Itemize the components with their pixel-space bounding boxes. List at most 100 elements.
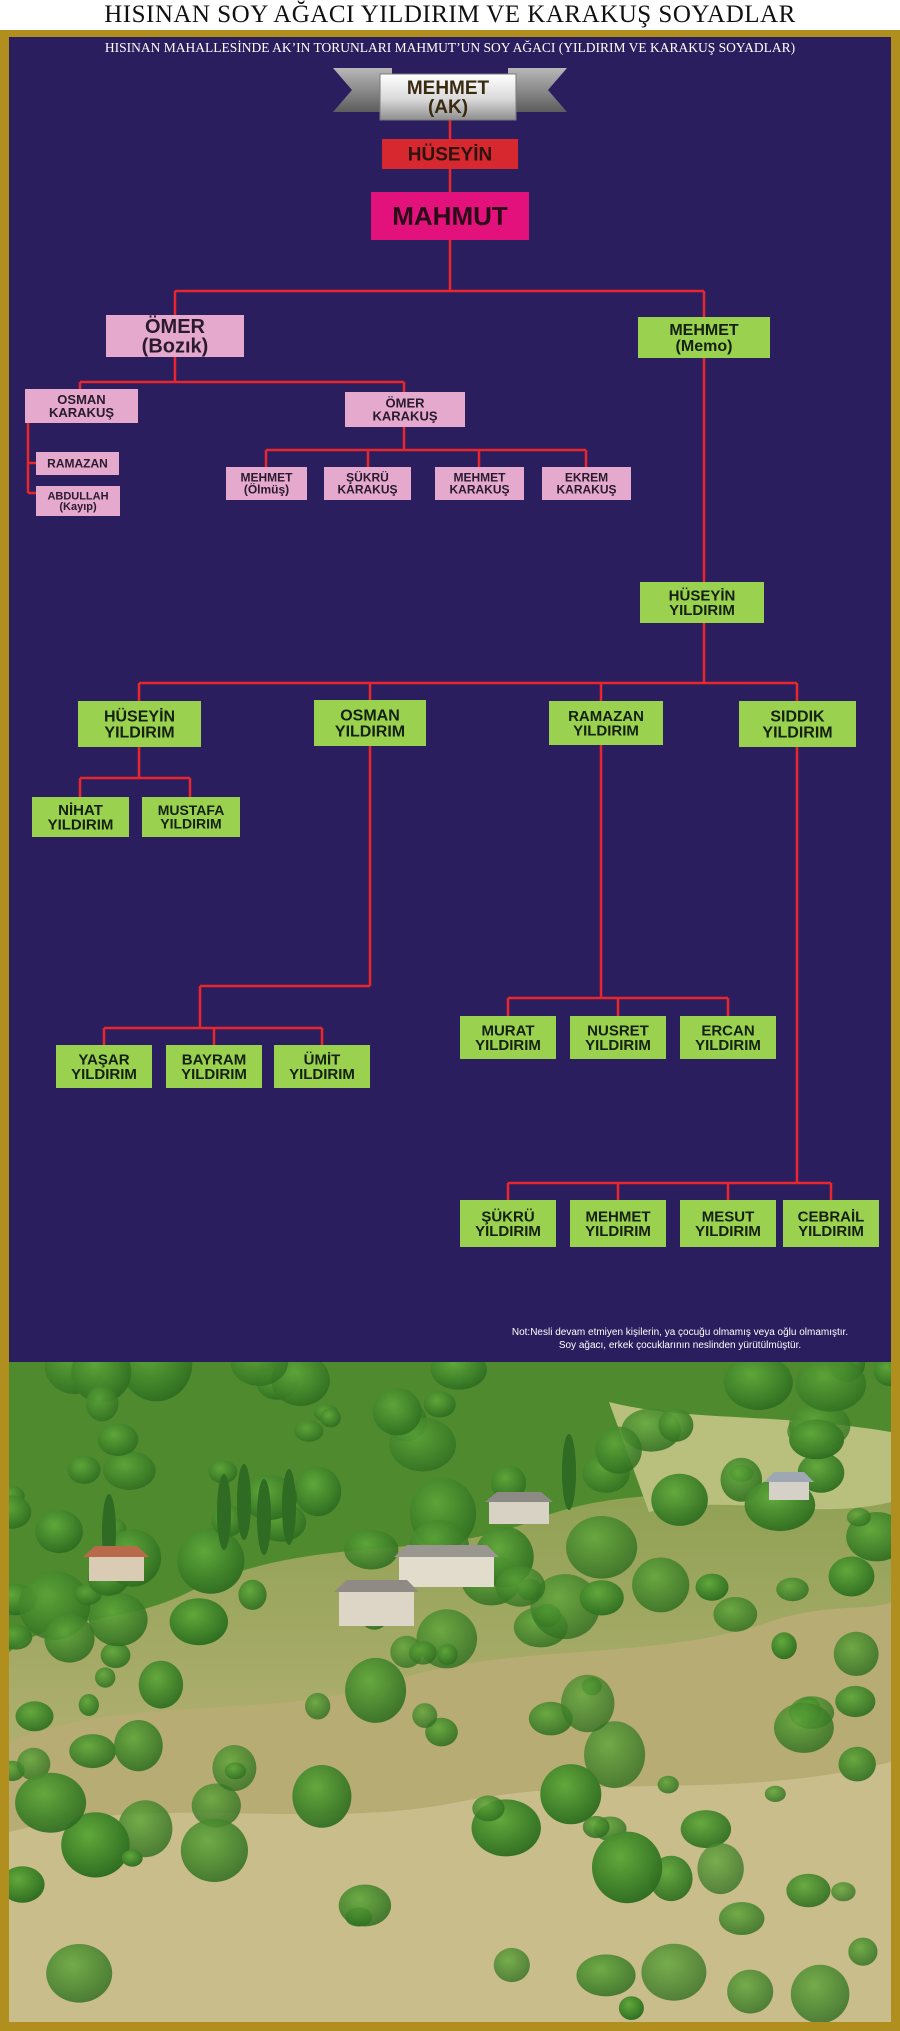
bush <box>44 1614 95 1663</box>
node-label: ŞÜKRÜ <box>481 1208 534 1225</box>
node-label: RAMAZAN <box>47 457 108 471</box>
node-label: NİHAT <box>58 802 103 819</box>
node-box <box>274 1045 370 1088</box>
node-label: YILDIRIM <box>104 724 174 741</box>
node-label: YILDIRIM <box>798 1223 864 1240</box>
node-label: (Ölmüş) <box>244 481 289 496</box>
bush <box>15 1772 87 1833</box>
bush <box>114 1720 163 1772</box>
node-label: YILDIRIM <box>585 1223 651 1240</box>
bush <box>271 1362 330 1406</box>
bush <box>344 1529 399 1570</box>
bush <box>69 1734 116 1769</box>
node-label: KARAKUŞ <box>338 482 398 496</box>
bush <box>566 1516 638 1579</box>
bush <box>641 1943 707 2001</box>
node-box <box>379 73 517 121</box>
bush <box>9 1495 32 1529</box>
node-ramazan-1: RAMAZAN <box>36 452 119 475</box>
node-label: MEHMET <box>669 322 739 339</box>
bush <box>576 1954 636 1997</box>
bush <box>697 1843 744 1895</box>
village-houses <box>83 1472 814 1626</box>
poplar-tree <box>237 1464 251 1540</box>
node-label: YILDIRIM <box>181 1066 247 1083</box>
bush <box>789 1419 845 1460</box>
banner-right-wing <box>508 68 567 112</box>
bush <box>873 1362 891 1387</box>
node-mehmet-ak: MEHMET(AK) <box>379 73 517 121</box>
node-label: MESUT <box>702 1208 755 1225</box>
node-box <box>680 1016 776 1059</box>
page-title: HISINAN SOY AĞACI YILDIRIM VE KARAKUŞ SO… <box>104 1 796 28</box>
node-huseyin-1: HÜSEYİN <box>382 139 518 169</box>
bush <box>833 1631 879 1676</box>
bush <box>774 1702 834 1753</box>
node-label: ÜMİT <box>304 1051 341 1068</box>
bush <box>579 1580 624 1616</box>
bush <box>238 1579 267 1610</box>
node-box <box>638 317 770 358</box>
bush <box>103 1451 156 1490</box>
node-box <box>32 797 129 837</box>
bush <box>345 1657 407 1723</box>
bush <box>294 1420 324 1442</box>
bush <box>9 1624 33 1650</box>
bush <box>491 1465 527 1501</box>
node-box <box>435 467 524 500</box>
node-box <box>36 486 120 516</box>
node-label: (AK) <box>428 97 468 118</box>
bush <box>180 1818 248 1882</box>
node-mahmut: MAHMUT <box>371 192 529 240</box>
node-label: YILDIRIM <box>48 816 114 833</box>
node-box <box>783 1200 879 1247</box>
poplar-tree <box>217 1474 231 1550</box>
node-box <box>680 1200 776 1247</box>
node-label: OSMAN <box>57 392 105 407</box>
bush <box>718 1902 765 1935</box>
node-label: NUSRET <box>587 1022 649 1039</box>
bush <box>835 1685 876 1718</box>
node-label: KARAKUŞ <box>450 482 510 496</box>
node-label: MUSTAFA <box>158 802 225 818</box>
node-box <box>36 452 119 475</box>
bush <box>71 1362 132 1403</box>
bush <box>561 1674 615 1733</box>
bush <box>78 1694 99 1716</box>
node-label: YILDIRIM <box>289 1066 355 1083</box>
node-label: KARAKUŞ <box>49 405 114 420</box>
connector-lines <box>26 120 833 1200</box>
node-box <box>345 392 465 427</box>
poplar-tree <box>257 1479 271 1555</box>
node-mehmet-olmus: MEHMET(Ölmüş) <box>226 467 307 500</box>
node-label: (Bozık) <box>142 336 209 358</box>
node-label: MURAT <box>481 1022 534 1039</box>
node-box <box>739 701 856 747</box>
bush <box>771 1632 797 1660</box>
bush <box>89 1592 148 1647</box>
bush <box>493 1947 530 1983</box>
bush <box>713 1596 758 1632</box>
node-box <box>382 139 518 169</box>
node-label: YILDIRIM <box>335 723 405 740</box>
node-label: EKREM <box>565 471 608 485</box>
node-label: KARAKUŞ <box>557 482 617 496</box>
bush <box>423 1391 456 1418</box>
bush <box>436 1643 458 1666</box>
landscape-illustration <box>9 1362 891 2022</box>
node-label: YILDIRIM <box>160 816 221 832</box>
bush <box>409 1641 437 1665</box>
bush <box>208 1460 238 1484</box>
footnote-line-2: Soy ağacı, erkek çocuklarının neslinden … <box>558 1340 802 1351</box>
node-label: YILDIRIM <box>585 1037 651 1054</box>
